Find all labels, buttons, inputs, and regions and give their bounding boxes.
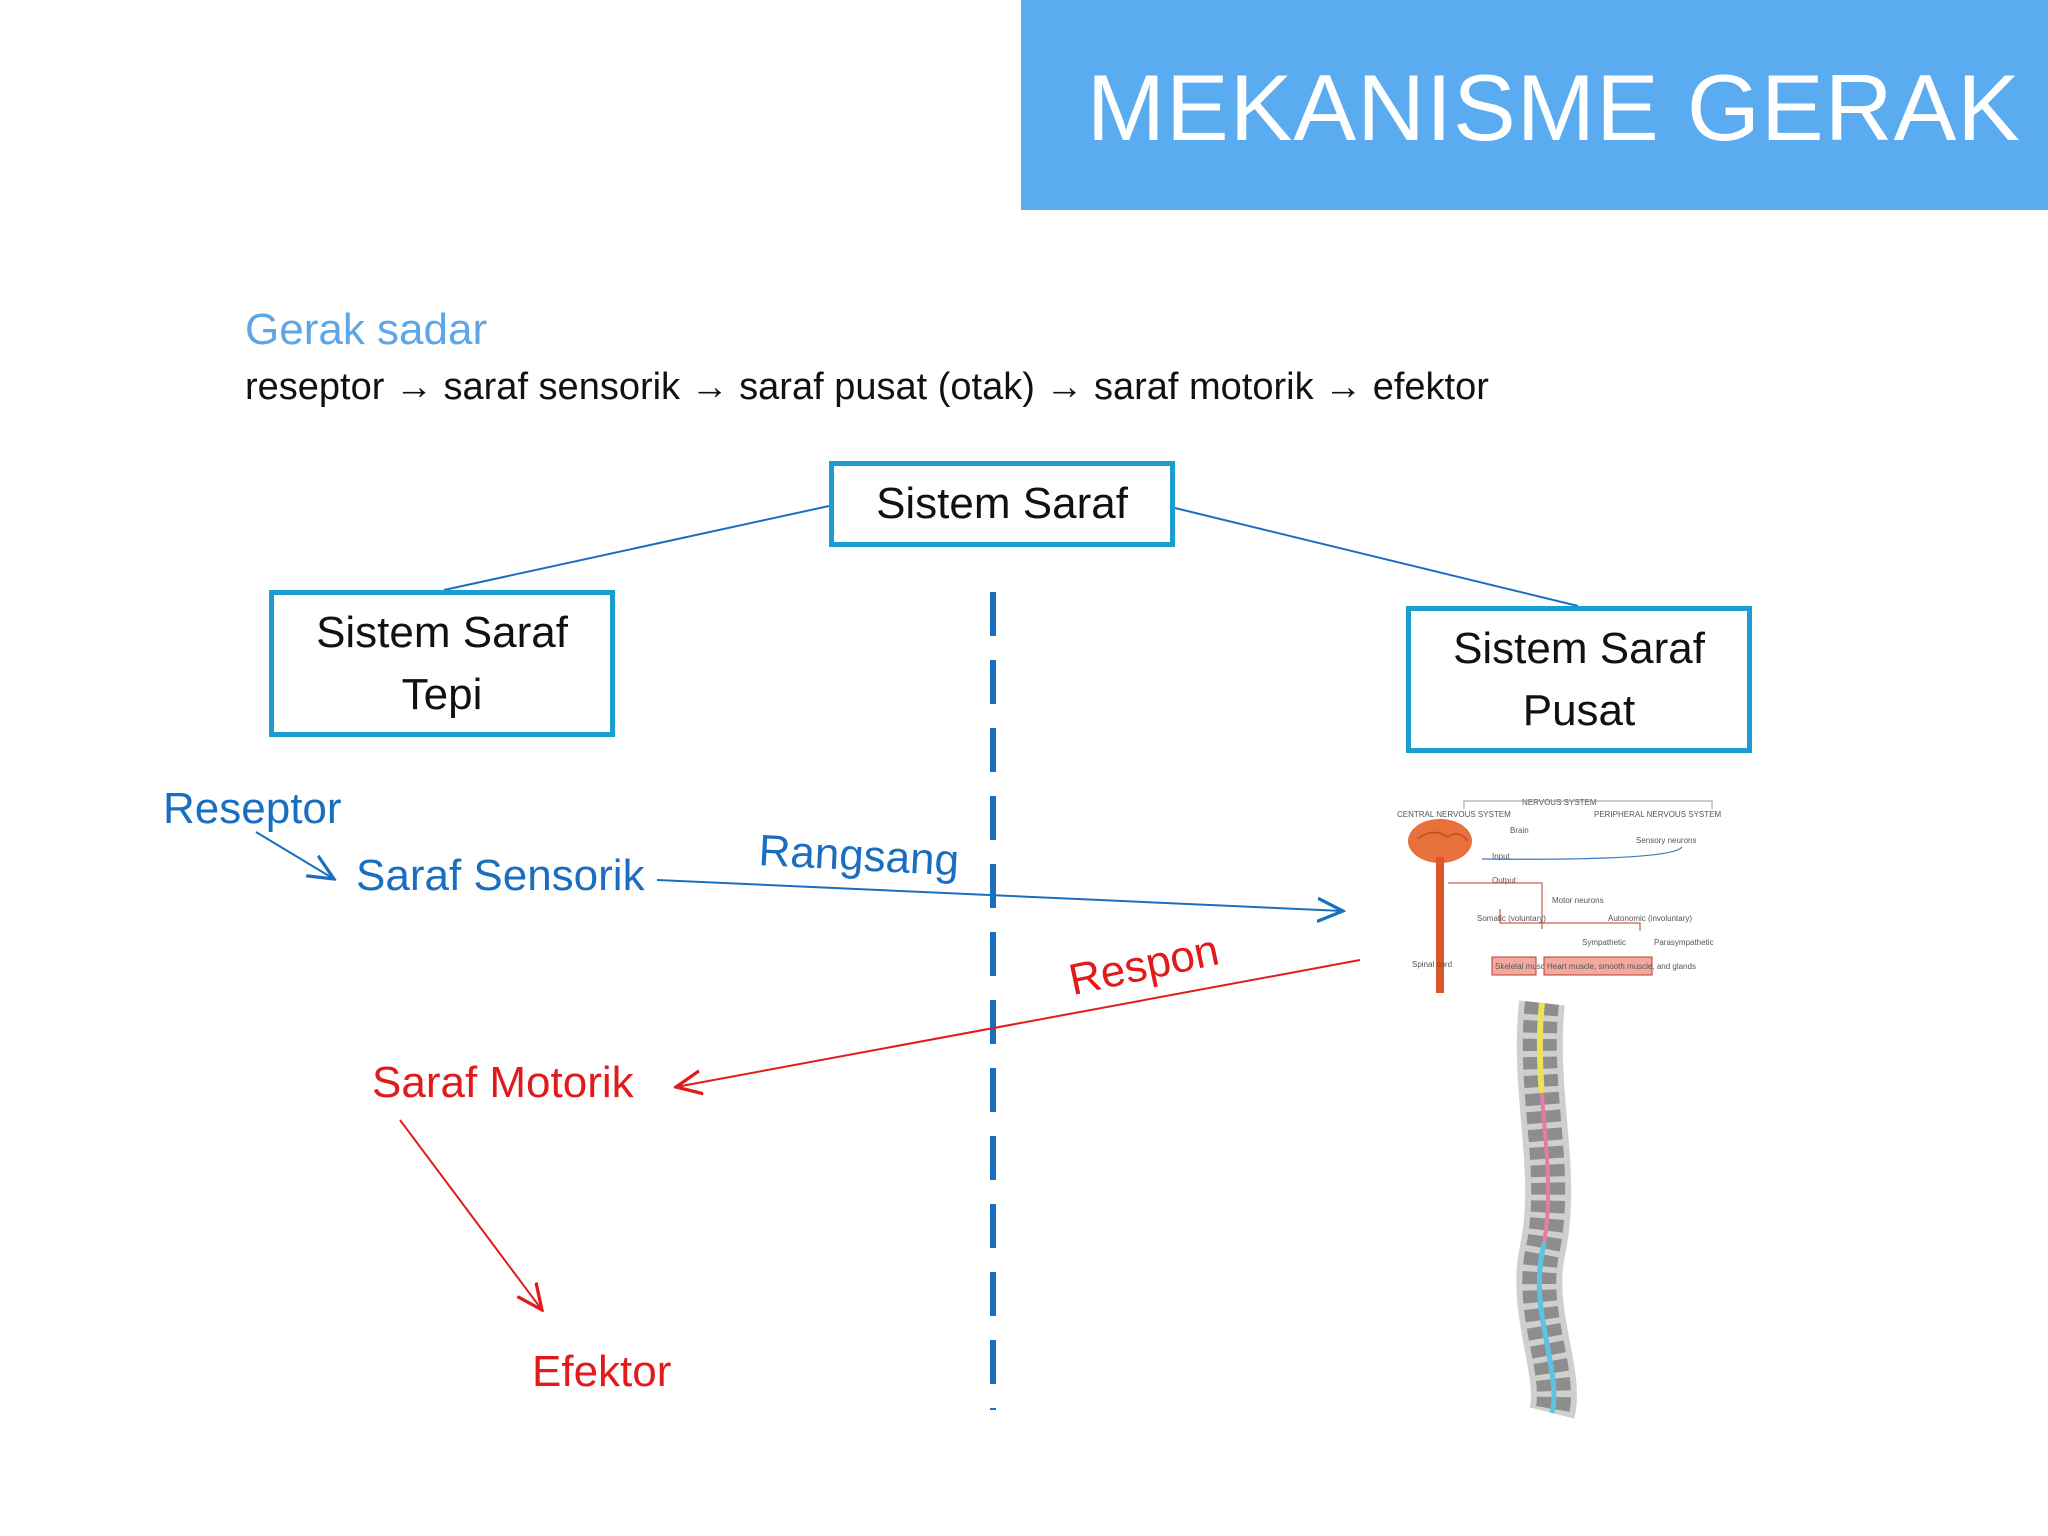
subtitle-gerak-sadar: Gerak sadar bbox=[245, 305, 488, 354]
box-pusat-line1: Sistem Saraf bbox=[1453, 623, 1705, 673]
fig-autonomic: Autonomic (involuntary) bbox=[1608, 914, 1692, 923]
label-rangsang: Rangsang bbox=[757, 826, 961, 886]
connector-root-left bbox=[443, 505, 830, 591]
fig-sympathetic: Sympathetic bbox=[1582, 938, 1626, 947]
fig-output: Output bbox=[1492, 876, 1517, 885]
fig-cns: CENTRAL NERVOUS SYSTEM bbox=[1397, 810, 1511, 819]
box-pusat-line2: Pusat bbox=[1522, 685, 1636, 735]
fig-heart: Heart muscle, smooth muscle, and glands bbox=[1547, 962, 1696, 971]
title-banner: MEKANISME GERAK bbox=[1021, 0, 2048, 210]
label-reseptor: Reseptor bbox=[163, 784, 342, 833]
arrow-reseptor-to-sensorik bbox=[255, 831, 334, 879]
flow-description: reseptor → saraf sensorik → saraf pusat … bbox=[245, 366, 1489, 408]
arrow-motorik-to-efektor bbox=[399, 1119, 542, 1310]
fig-motor: Motor neurons bbox=[1552, 896, 1604, 905]
spine-icon bbox=[1516, 1000, 1577, 1419]
fig-skeletal: Skeletal muscle bbox=[1495, 962, 1552, 971]
fig-parasympathetic: Parasympathetic bbox=[1654, 938, 1714, 947]
fig-spinal-cord: Spinal cord bbox=[1412, 960, 1452, 969]
fig-brain: Brain bbox=[1510, 826, 1529, 835]
box-sistem-saraf-label: Sistem Saraf bbox=[876, 479, 1128, 529]
fig-pns: PERIPHERAL NERVOUS SYSTEM bbox=[1594, 810, 1721, 819]
spinal-cord-icon bbox=[1436, 857, 1444, 993]
nervous-system-illustration: NERVOUS SYSTEM CENTRAL NERVOUS SYSTEM PE… bbox=[1397, 798, 1721, 1419]
fig-input: Input bbox=[1492, 852, 1511, 861]
box-sistem-saraf-tepi: Sistem Saraf Tepi bbox=[269, 590, 615, 737]
box-tepi-line2: Tepi bbox=[401, 669, 483, 719]
fig-sensory: Sensory neurons bbox=[1636, 836, 1696, 845]
label-saraf-motorik: Saraf Motorik bbox=[372, 1058, 634, 1107]
box-sistem-saraf: Sistem Saraf bbox=[829, 461, 1175, 547]
fig-somatic: Somatic (voluntary) bbox=[1477, 914, 1546, 923]
label-efektor: Efektor bbox=[532, 1347, 672, 1396]
page-title: MEKANISME GERAK bbox=[1086, 55, 2021, 160]
connector-root-right bbox=[1174, 507, 1579, 607]
arrow-respon bbox=[676, 959, 1361, 1087]
box-tepi-line1: Sistem Saraf bbox=[316, 607, 568, 657]
box-sistem-saraf-pusat: Sistem Saraf Pusat bbox=[1406, 606, 1752, 753]
label-saraf-sensorik: Saraf Sensorik bbox=[356, 851, 645, 900]
fig-nervous-system: NERVOUS SYSTEM bbox=[1522, 798, 1597, 807]
arrow-rangsang bbox=[656, 879, 1343, 911]
brain-icon bbox=[1408, 819, 1472, 863]
